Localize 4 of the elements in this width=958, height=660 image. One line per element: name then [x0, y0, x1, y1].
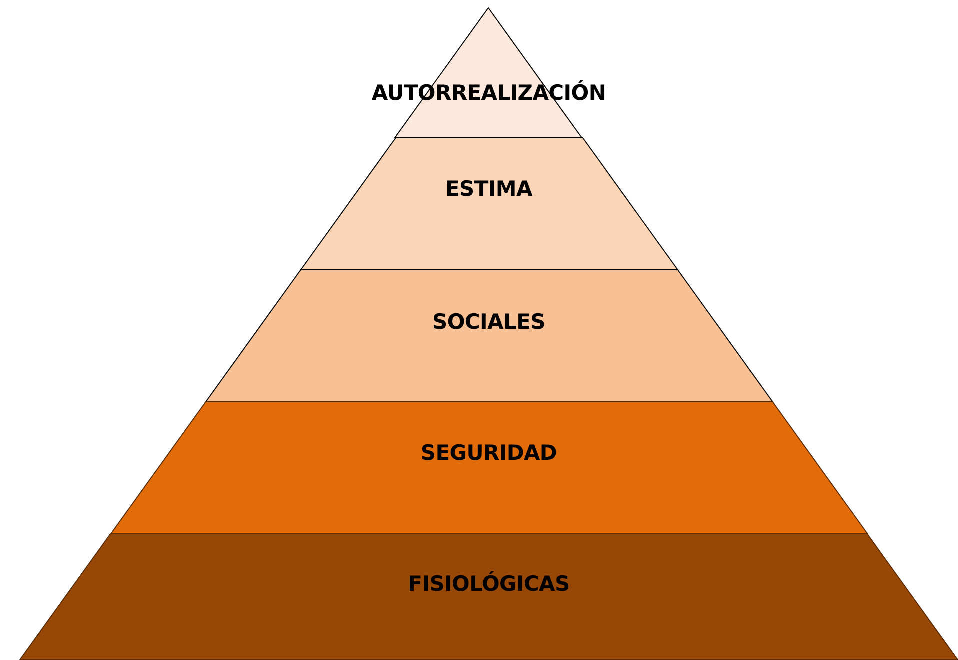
- level-label: FISIOLÓGICAS: [408, 572, 570, 596]
- level-label: SEGURIDAD: [420, 441, 558, 465]
- level-label: ESTIMA: [446, 177, 532, 201]
- level-label: SOCIALES: [432, 310, 546, 334]
